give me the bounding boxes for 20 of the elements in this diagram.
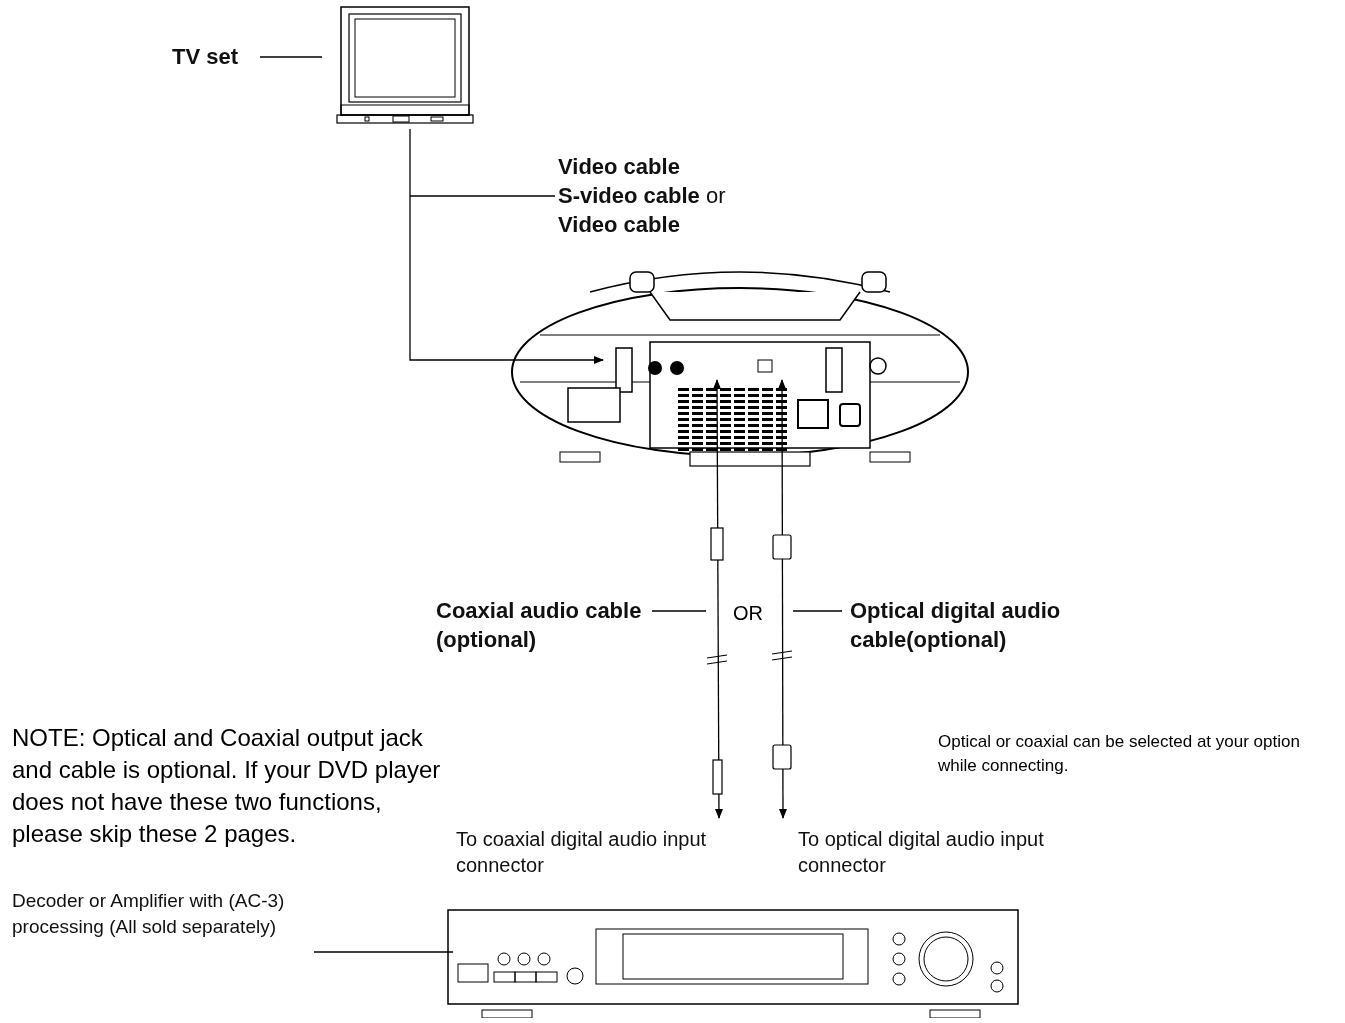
callout-text: S-video cable or xyxy=(558,182,727,210)
leader-line xyxy=(792,610,843,612)
leader-line xyxy=(313,951,454,953)
callout-text: Coaxial audio cable (optional) xyxy=(436,597,643,654)
leader-line xyxy=(651,610,707,612)
callout-text: Video cable xyxy=(558,211,681,239)
note-text: NOTE: Optical and Coaxial output jack and cable is optional. If your DVD player does not have these two functions, please skip these 2 pages. xyxy=(12,723,442,849)
leader-line xyxy=(409,195,556,197)
callout-text: To coaxial digital audio input connector xyxy=(456,827,708,878)
callout-text: To optical digital audio input connector xyxy=(798,827,1045,878)
or-label: OR xyxy=(733,601,763,626)
amplifier-drawing xyxy=(446,906,1022,1018)
note-text: Optical or coaxial can be selected at your option while connecting. xyxy=(938,731,1301,777)
cable-arrow xyxy=(778,379,787,819)
callout-text: Decoder or Amplifier with (AC-3) processing (All sold separately) xyxy=(12,889,286,939)
cable-arrow xyxy=(409,128,604,364)
callout-text: Video cable xyxy=(558,153,681,181)
leader-line xyxy=(259,56,323,58)
callout-text: TV set xyxy=(172,43,240,71)
callout-text: Optical digital audio cable(optional) xyxy=(850,597,1062,654)
